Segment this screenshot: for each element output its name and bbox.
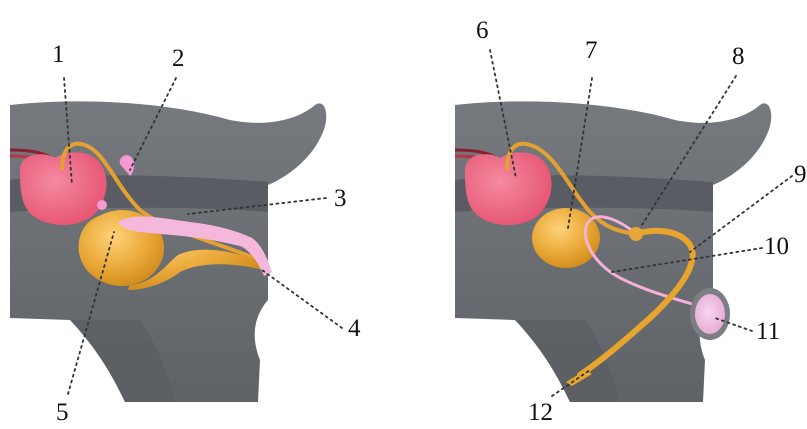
label-5: 5 (56, 399, 69, 426)
bladder (532, 208, 600, 268)
male-panel (455, 101, 771, 402)
label-12: 12 (528, 399, 553, 426)
label-2: 2 (172, 45, 185, 72)
testis (695, 294, 725, 334)
label-11: 11 (756, 318, 780, 345)
label-9: 9 (794, 161, 807, 188)
label-7: 7 (585, 37, 598, 64)
label-1: 1 (52, 41, 65, 68)
ovary-small (97, 200, 107, 210)
female-panel (10, 101, 326, 402)
prostate-gland (629, 227, 643, 241)
leader-4 (262, 270, 342, 328)
label-10: 10 (764, 233, 789, 260)
label-6: 6 (476, 17, 489, 44)
body-silhouette-left (10, 101, 326, 402)
body-silhouette-right (455, 101, 771, 402)
label-8: 8 (732, 43, 745, 70)
label-3: 3 (334, 185, 347, 212)
label-4: 4 (348, 315, 361, 342)
